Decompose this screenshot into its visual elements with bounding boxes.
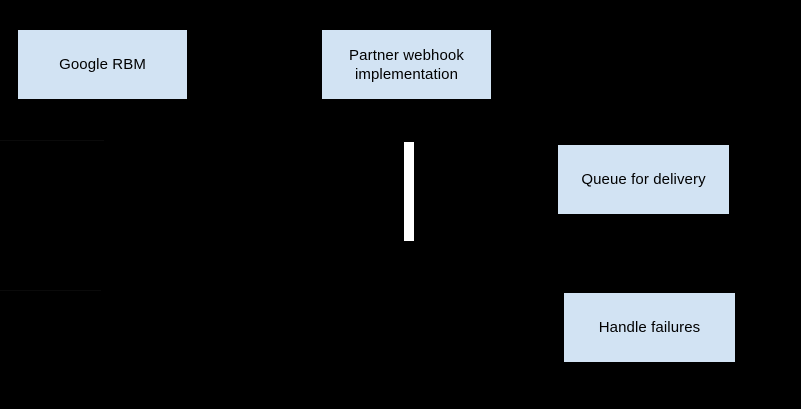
faint-rule-upper bbox=[0, 140, 104, 141]
node-google-rbm[interactable]: Google RBM bbox=[18, 30, 187, 99]
node-partner-webhook-implementation[interactable]: Partner webhook implementation bbox=[322, 30, 491, 99]
node-google-rbm-label: Google RBM bbox=[59, 56, 146, 73]
vertical-divider-bar bbox=[404, 142, 414, 241]
node-partner-webhook-implementation-label: Partner webhook implementation bbox=[349, 46, 464, 83]
node-queue-for-delivery-label: Queue for delivery bbox=[581, 171, 706, 188]
node-handle-failures[interactable]: Handle failures bbox=[564, 293, 735, 362]
node-handle-failures-label: Handle failures bbox=[598, 319, 701, 336]
node-queue-for-delivery[interactable]: Queue for delivery bbox=[558, 145, 729, 214]
faint-rule-lower bbox=[0, 290, 101, 291]
